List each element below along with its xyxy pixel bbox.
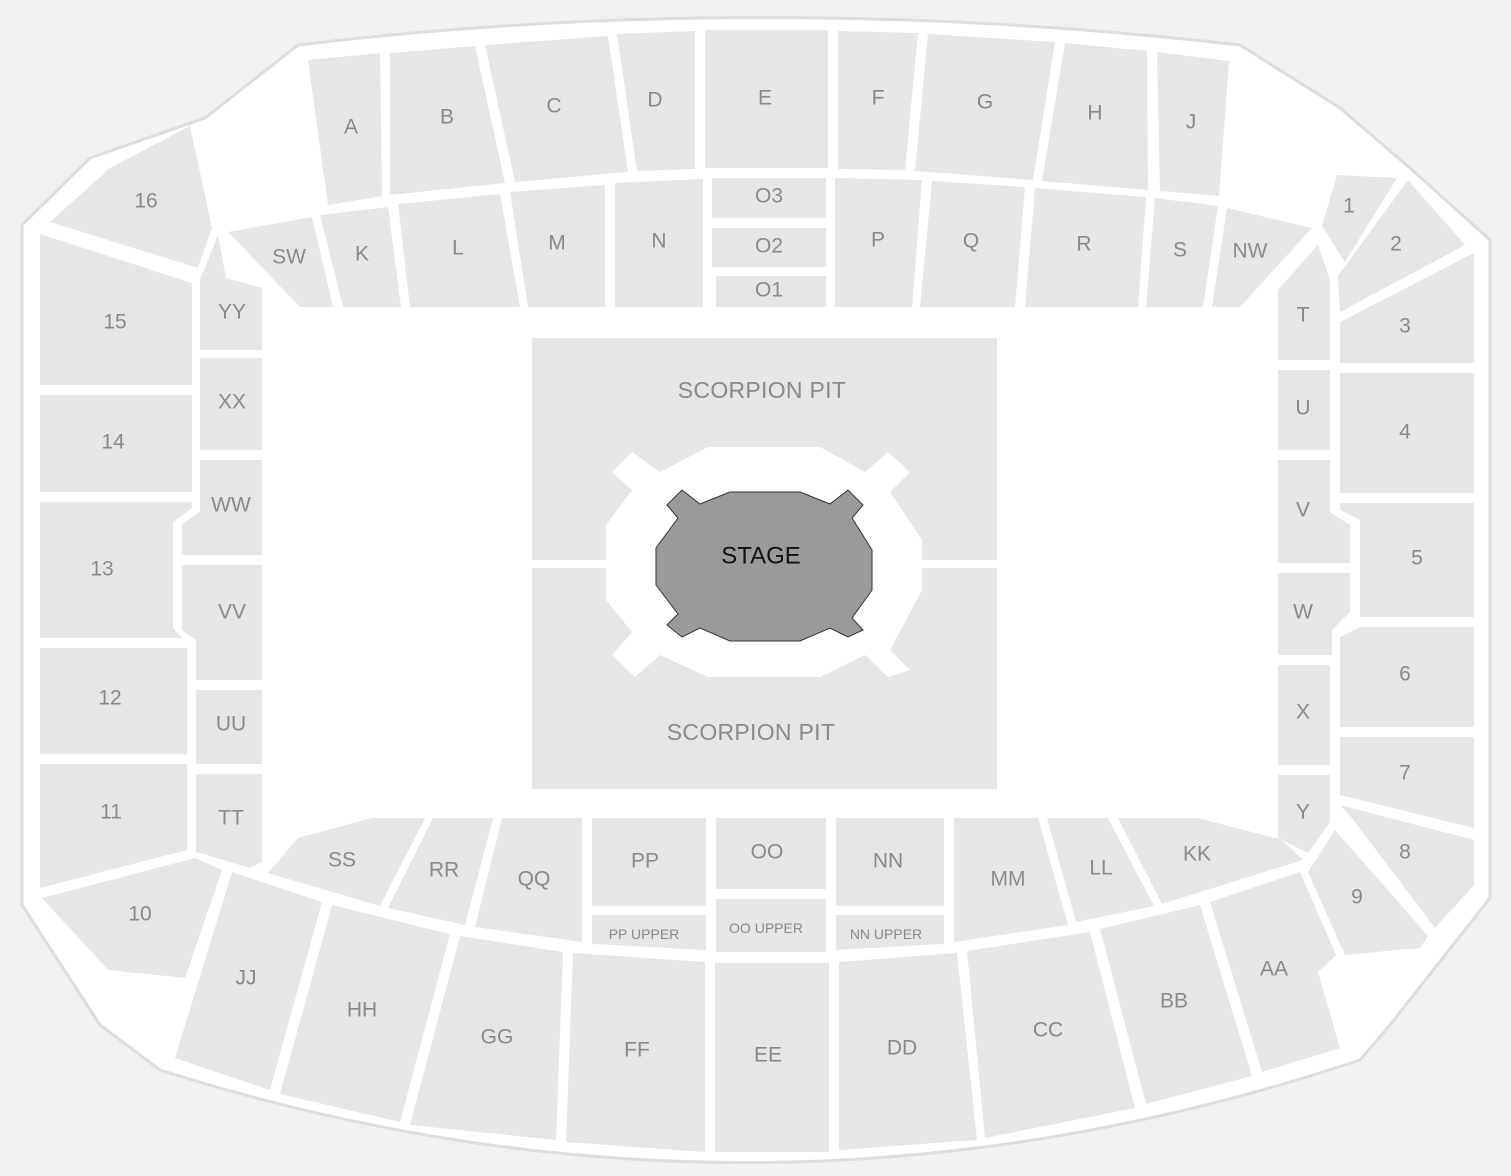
section-J[interactable]: J — [1157, 52, 1229, 196]
section-UU[interactable]: UU — [196, 690, 262, 764]
section-NN[interactable]: NN — [836, 818, 944, 906]
section-XX[interactable]: XX — [200, 358, 262, 450]
section-Q[interactable]: Q — [920, 181, 1025, 307]
section-E[interactable]: E — [705, 30, 828, 168]
section-X[interactable]: X — [1278, 665, 1330, 765]
section-6[interactable]: 6 — [1340, 627, 1474, 727]
section-13[interactable]: 13 — [40, 502, 192, 638]
section-5[interactable]: 5 — [1340, 503, 1474, 617]
section-L[interactable]: L — [398, 194, 520, 307]
section-G[interactable]: G — [915, 34, 1055, 180]
section-FF[interactable]: FF — [566, 953, 705, 1152]
section-F[interactable]: F — [838, 31, 918, 170]
section-OO-upper[interactable]: OO UPPER — [716, 899, 826, 952]
section-P[interactable]: P — [835, 178, 922, 307]
section-12[interactable]: 12 — [40, 648, 187, 754]
section-4[interactable]: 4 — [1340, 373, 1474, 493]
section-EE[interactable]: EE — [715, 963, 829, 1152]
stage: STAGE — [655, 489, 873, 642]
section-DD[interactable]: DD — [839, 953, 977, 1150]
section-PP-upper[interactable]: PP UPPER — [592, 915, 706, 950]
section-PP[interactable]: PP — [592, 818, 706, 906]
section-U[interactable]: U — [1278, 370, 1330, 450]
section-N[interactable]: N — [615, 179, 703, 307]
section-14[interactable]: 14 — [40, 395, 192, 492]
section-O1[interactable]: O1 — [716, 276, 826, 307]
section-NN-upper[interactable]: NN UPPER — [836, 915, 944, 950]
section-OO[interactable]: OO — [716, 818, 826, 889]
section-O2[interactable]: O2 — [712, 228, 826, 267]
section-TT[interactable]: TT — [196, 774, 262, 868]
section-R[interactable]: R — [1025, 188, 1146, 307]
section-O3[interactable]: O3 — [712, 178, 826, 218]
